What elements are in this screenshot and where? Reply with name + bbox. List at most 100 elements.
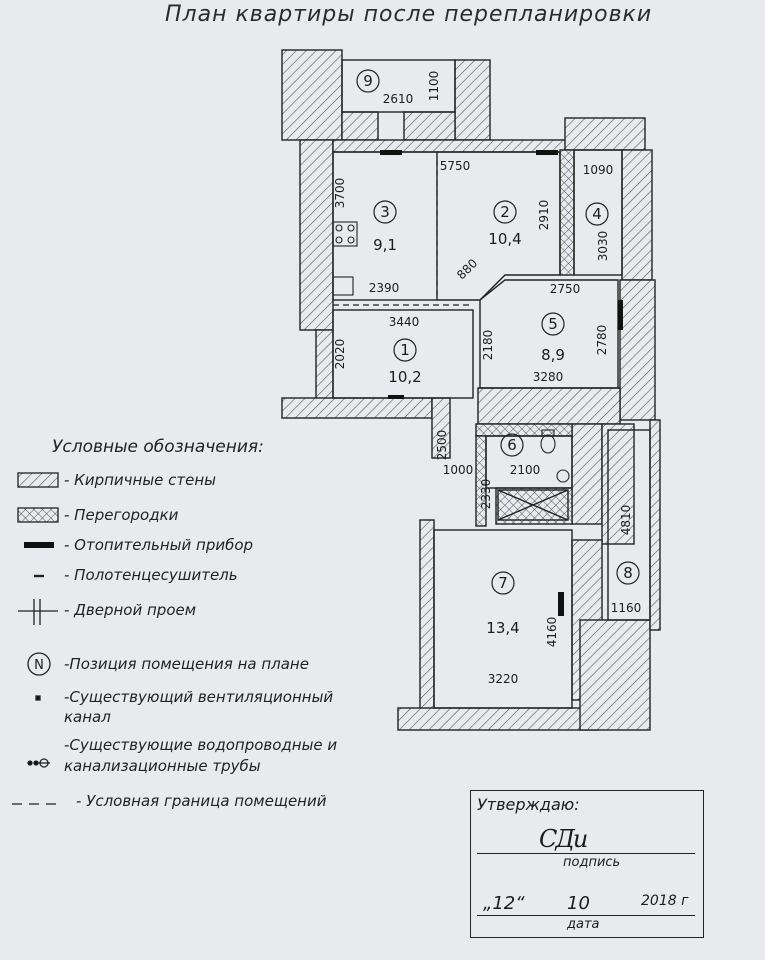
dim-5750: 5750 — [440, 159, 471, 173]
wall-room4-left — [559, 149, 575, 276]
dim-1160: 1160 — [611, 601, 642, 615]
fixtures — [332, 221, 570, 483]
dim-2180: 2180 — [481, 330, 495, 361]
dim-2780: 2780 — [595, 325, 609, 356]
wall-mid-left — [281, 397, 433, 419]
sink-room3 — [332, 276, 354, 296]
legend-symbols — [12, 472, 59, 805]
legend-item-partition: - Перегородки — [64, 506, 179, 524]
legend-item-door: - Дверной проем — [64, 601, 197, 619]
outline-room4 — [573, 149, 623, 276]
room-1-area: 10,2 — [388, 368, 421, 386]
room-9-marker: 9 — [356, 69, 380, 93]
dim-3440: 3440 — [389, 315, 420, 329]
walls — [281, 49, 661, 731]
sink-bath — [556, 469, 570, 483]
dim-2500: 2500 — [435, 430, 449, 461]
legend-item-pipes-2: канализационные трубы — [64, 757, 261, 775]
wall-balcony-right — [454, 59, 491, 141]
dim-2330: 2330 — [479, 479, 493, 510]
wall-balcony-bottom-2 — [403, 111, 456, 141]
dim-2100: 2100 — [510, 463, 541, 477]
heaters — [380, 150, 623, 616]
approval-day: „12“ — [483, 893, 525, 914]
room-3-number: 3 — [380, 203, 390, 221]
room-2-marker: 2 — [493, 200, 517, 224]
dim-3700: 3700 — [333, 178, 347, 209]
room-8-number: 8 — [623, 564, 633, 582]
room-3-marker: 3 — [373, 200, 397, 224]
dim-2020: 2020 — [333, 339, 347, 370]
wall-left-exterior — [299, 139, 334, 331]
wall-room4-top — [564, 117, 646, 151]
dim-3220: 3220 — [488, 672, 519, 686]
room-5-number: 5 — [548, 315, 558, 333]
dim-3280: 3280 — [533, 370, 564, 384]
partition-bath — [475, 423, 573, 437]
approval-stamp: Утверждаю: СДи подпись „12“ 10 2018 г да… — [470, 790, 704, 938]
legend-door-symbol — [18, 599, 58, 625]
outline-room9 — [341, 59, 456, 113]
plan-title: План квартиры после перепланировки — [165, 2, 653, 27]
room-labels: 9 3 9,1 2 10,4 4 5 8,9 1 10,2 6 7 13,4 8 — [356, 69, 640, 637]
shower-diag-2 — [497, 489, 569, 521]
wall-room7-left — [419, 519, 435, 716]
heater-room1 — [388, 395, 404, 399]
legend-heater-symbol — [24, 542, 54, 548]
legend-partition-symbol — [17, 507, 59, 523]
legend-vent-symbol — [35, 695, 41, 701]
legend-item-heater: - Отопительный прибор — [64, 536, 254, 554]
room-3-area: 9,1 — [373, 236, 397, 254]
signature-line — [477, 853, 695, 854]
room-1-marker: 1 — [393, 338, 417, 362]
outline-room8 — [607, 429, 651, 621]
signature: СДи — [539, 825, 588, 853]
room-7-marker: 7 — [491, 571, 515, 595]
room-5-area: 8,9 — [541, 346, 565, 364]
wall-balcony-bottom — [341, 111, 379, 141]
legend-item-vent: -Существующий вентиляционный — [64, 688, 334, 706]
room-7-area: 13,4 — [486, 619, 519, 637]
dim-2390: 2390 — [369, 281, 400, 295]
wall-bath-right — [571, 423, 603, 525]
dim-2610: 2610 — [383, 92, 414, 106]
stove — [332, 221, 358, 247]
wall-top — [332, 139, 572, 153]
approval-month: 10 — [567, 893, 590, 914]
outline-room7 — [433, 529, 573, 709]
room-4-number: 4 — [592, 205, 602, 223]
dim-3030: 3030 — [596, 231, 610, 262]
dim-2750: 2750 — [550, 282, 581, 296]
heater-room7 — [558, 592, 564, 616]
heater-room5 — [618, 300, 623, 330]
dimension-labels: 2610 1100 5750 3700 2910 1090 3030 880 2… — [333, 71, 641, 686]
approval-year: 2018 г — [641, 893, 689, 909]
room-6-number: 6 — [507, 436, 517, 454]
room-7-number: 7 — [498, 574, 508, 592]
signature-caption: подпись — [563, 855, 621, 870]
wall-mid — [477, 387, 621, 425]
room-5-marker: 5 — [541, 312, 565, 336]
legend-item-room-position: -Позиция помещения на плане — [64, 655, 309, 673]
wall-right-exterior — [619, 279, 656, 421]
legend-item-brick: - Кирпичные стены — [64, 471, 217, 489]
boundaries — [333, 160, 473, 306]
dim-4810: 4810 — [619, 505, 633, 536]
approval-heading: Утверждаю: — [477, 795, 580, 814]
wall-left-lower — [315, 329, 334, 401]
legend-heading: Условные обозначения: — [52, 437, 264, 457]
legend-n-letter: N — [34, 658, 44, 673]
legend-room-position-symbol — [27, 652, 51, 676]
shower — [497, 489, 569, 521]
toilet — [540, 434, 556, 454]
dim-1100: 1100 — [427, 71, 441, 102]
dim-880: 880 — [454, 256, 480, 282]
dim-1090: 1090 — [583, 163, 614, 177]
room-4-marker: 4 — [585, 202, 609, 226]
wall-room4-right — [621, 149, 653, 281]
room-8-marker: 8 — [616, 561, 640, 585]
date-line — [477, 915, 695, 916]
legend-item-boundary: - Условная граница помещений — [76, 792, 327, 810]
